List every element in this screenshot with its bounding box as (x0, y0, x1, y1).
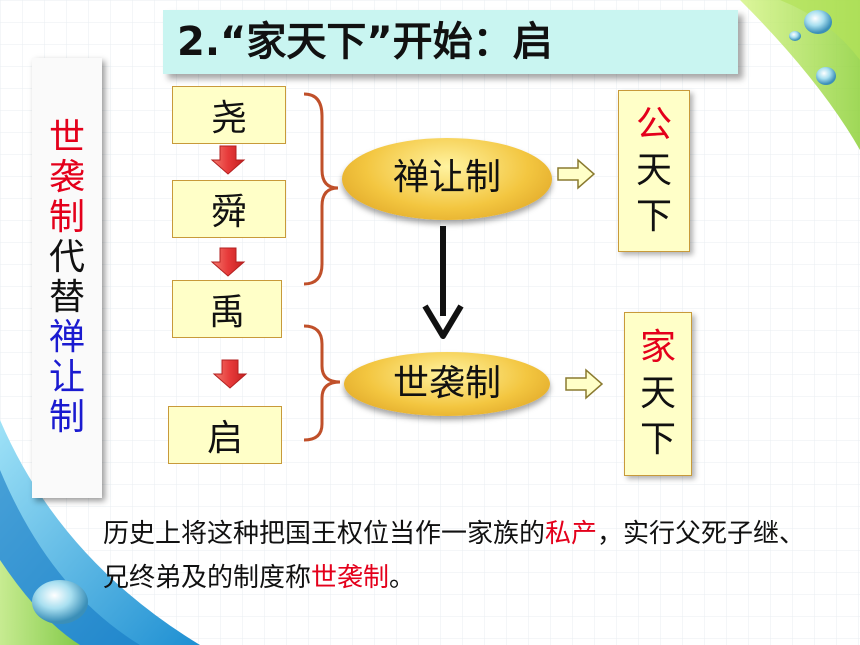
side-panel-group-part2: 代替 (49, 238, 85, 318)
transition-arrow-icon (422, 226, 464, 339)
side-panel-group-part3: 禅让制 (49, 318, 85, 438)
side-panel-char-blue: 禅 (48, 317, 85, 358)
right-arrow-icon (565, 368, 604, 400)
result-box-public: 公 天 下 (618, 90, 690, 252)
person-box-shun: 舜 (172, 180, 286, 238)
result-public-first: 公 (635, 104, 672, 145)
right-arrow-icon (557, 158, 596, 190)
down-arrow-icon (212, 359, 248, 389)
side-panel-char-red: 制 (48, 197, 85, 238)
side-panel-group-part1: 世袭制 (49, 118, 85, 238)
person-box-yao: 尧 (172, 86, 286, 144)
definition-paragraph: 历史上将这种把国王权位当作一家族的私产，实行父死子继、兄终弟及的制度称世袭制。 (103, 512, 823, 600)
person-box-qi: 启 (168, 406, 282, 464)
side-panel-char-black: 代 (48, 237, 85, 278)
hereditary-system-oval (344, 352, 550, 416)
side-panel: 世袭制代替禅让制 (32, 58, 102, 498)
down-arrow-icon (210, 145, 246, 175)
side-panel-char-red: 袭 (48, 157, 85, 198)
paragraph-text: ，实行父死子继、兄终弟及的制度称 (103, 519, 806, 593)
side-panel-char-red: 世 (48, 117, 85, 158)
hereditary-system-label: 世袭制 (392, 363, 501, 404)
result-box-family: 家 天 下 (624, 312, 692, 476)
paragraph-text: 。 (389, 563, 416, 593)
abdication-system-label: 禅让制 (392, 157, 501, 198)
side-panel-char-blue: 让 (48, 357, 85, 398)
side-panel-char-black: 替 (48, 277, 85, 318)
paragraph-highlight-private: 私产 (545, 519, 598, 549)
paragraph-text: 历史上将这种把国王权位当作一家族的 (103, 519, 546, 549)
paragraph-highlight-hereditary: 世袭制 (311, 563, 390, 593)
person-box-yu: 禹 (172, 280, 282, 338)
result-family-char: 下 (639, 419, 676, 460)
result-family-first: 家 (639, 327, 676, 368)
slide-title: 2.“家天下”开始：启 (163, 10, 738, 74)
lower-bracket (303, 324, 341, 442)
upper-bracket (303, 92, 339, 286)
result-family-char: 天 (639, 373, 676, 414)
result-public-char: 天 (635, 150, 672, 191)
abdication-system-oval (342, 138, 552, 220)
down-arrow-icon (210, 247, 246, 277)
side-panel-char-blue: 制 (48, 397, 85, 438)
result-public-char: 下 (635, 196, 672, 237)
